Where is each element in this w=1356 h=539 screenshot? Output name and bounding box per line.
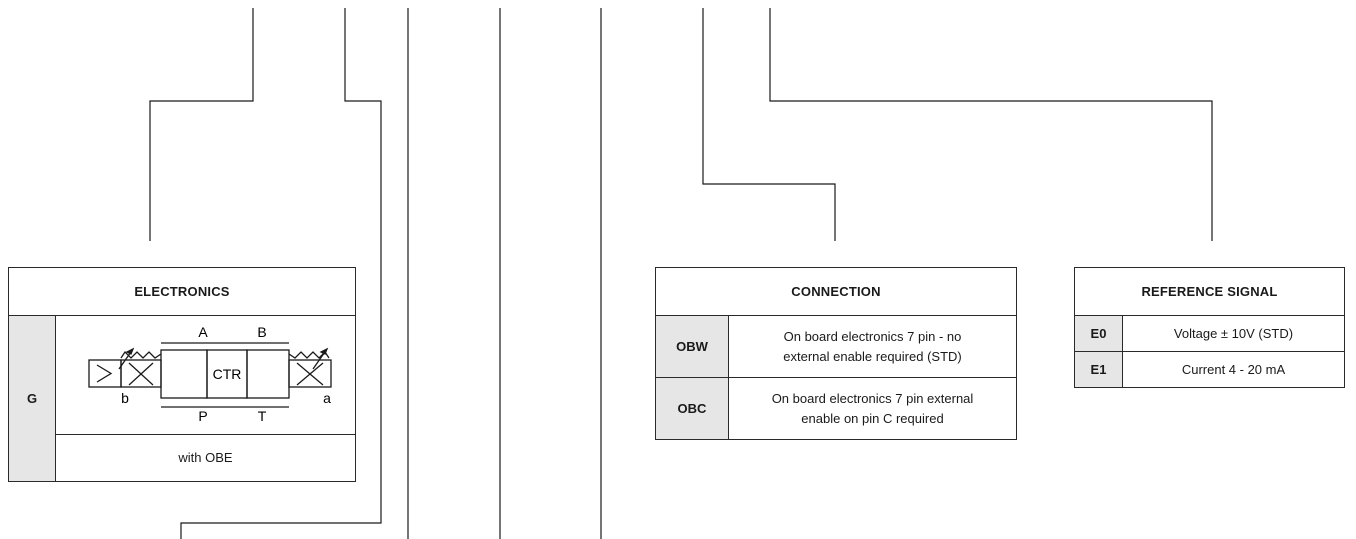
leader-electronics — [149, 8, 254, 241]
valve-symbol-icon: A B CTR P T b a — [87, 324, 332, 424]
table-row: E0 Voltage ± 10V (STD) — [1074, 315, 1345, 352]
electronics-note: with OBE — [55, 434, 356, 482]
leader-bottom-bracket — [180, 8, 382, 539]
solenoid-b-label: b — [121, 390, 129, 406]
desc-line: enable on pin C required — [801, 410, 944, 426]
center-label: CTR — [212, 366, 241, 382]
connection-code-obw: OBW — [655, 315, 729, 378]
reference-desc-e0: Voltage ± 10V (STD) — [1122, 315, 1345, 352]
connection-code-obc: OBC — [655, 377, 729, 440]
leader-reference — [769, 8, 1213, 241]
leader-connection — [702, 8, 836, 241]
connection-desc-obc: On board electronics 7 pin external enab… — [728, 377, 1017, 440]
reference-code-e0: E0 — [1074, 315, 1123, 352]
table-row: OBC On board electronics 7 pin external … — [655, 377, 1017, 440]
port-b-label: B — [257, 324, 266, 340]
table-row: E1 Current 4 - 20 mA — [1074, 351, 1345, 388]
valve-symbol-cell: A B CTR P T b a — [55, 315, 356, 435]
reference-title: REFERENCE SIGNAL — [1074, 267, 1345, 316]
port-t-label: T — [257, 408, 266, 423]
table-row: OBW On board electronics 7 pin - no exte… — [655, 315, 1017, 378]
electronics-table: ELECTRONICS G — [8, 267, 356, 482]
connection-table: CONNECTION OBW On board electronics 7 pi… — [655, 267, 1017, 440]
reference-signal-table: REFERENCE SIGNAL E0 Voltage ± 10V (STD) … — [1074, 267, 1345, 388]
connection-desc-obw: On board electronics 7 pin - no external… — [728, 315, 1017, 378]
desc-line: On board electronics 7 pin external — [771, 390, 974, 406]
electronics-code: G — [8, 315, 56, 482]
connection-title: CONNECTION — [655, 267, 1017, 316]
reference-desc-e1: Current 4 - 20 mA — [1122, 351, 1345, 388]
port-a-label: A — [198, 324, 208, 340]
port-p-label: P — [198, 408, 207, 423]
desc-line: external enable required (STD) — [783, 348, 962, 364]
electronics-title: ELECTRONICS — [8, 267, 356, 316]
solenoid-a-label: a — [323, 390, 331, 406]
desc-line: On board electronics 7 pin - no — [783, 328, 962, 344]
reference-code-e1: E1 — [1074, 351, 1123, 388]
